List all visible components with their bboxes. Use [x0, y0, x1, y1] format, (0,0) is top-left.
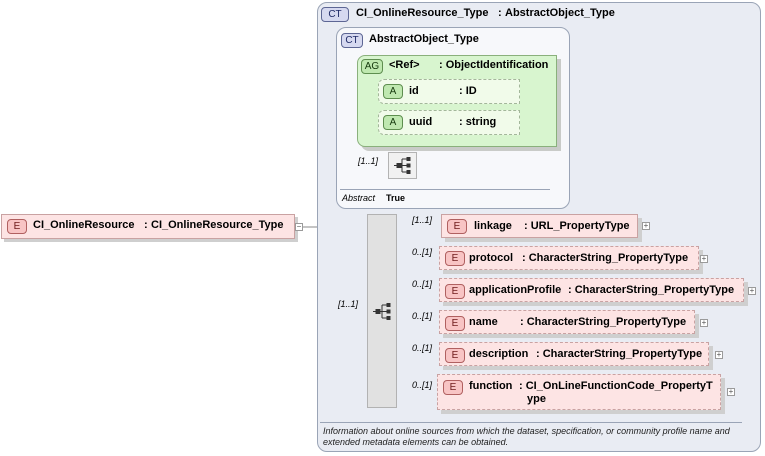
child-element-function[interactable]: E function : CI_OnLineFunctionCode_Prope…: [437, 374, 721, 410]
child-element-applicationprofile[interactable]: E applicationProfile : CharacterString_P…: [439, 278, 744, 302]
child-cardinality: 0..[1]: [412, 380, 433, 390]
sequence-icon: [373, 303, 391, 320]
element-type: : URL_PropertyType: [524, 220, 630, 232]
element-name: description: [469, 348, 529, 360]
attribute-group-name: <Ref>: [389, 59, 420, 71]
base-sequence-compositor[interactable]: [388, 152, 417, 179]
sequence-cardinality: [1..1]: [338, 299, 359, 309]
complex-type-separator: :: [498, 7, 502, 19]
root-element-type: CI_OnlineResource_Type: [151, 219, 284, 231]
complex-type-name: CI_OnlineResource_Type: [356, 7, 489, 19]
attribute-name: id: [409, 85, 419, 97]
abstract-value: True: [386, 193, 406, 203]
attribute-name: uuid: [409, 116, 433, 128]
expand-icon[interactable]: +: [727, 387, 735, 396]
element-badge: E: [445, 316, 465, 331]
expand-icon[interactable]: +: [700, 318, 708, 327]
element-name: applicationProfile: [469, 284, 562, 296]
element-type: : CharacterString_PropertyType: [536, 348, 703, 360]
element-type: : CI_OnLineFunctionCode_PropertyT: [519, 380, 713, 392]
expand-icon[interactable]: +: [715, 350, 723, 359]
attribute-badge: A: [383, 84, 403, 99]
element-type-wrap: ype: [527, 393, 546, 405]
element-type: : CharacterString_PropertyType: [568, 284, 735, 296]
element-badge: E: [445, 284, 465, 299]
abstract-divider: [340, 189, 550, 190]
element-name: name: [469, 316, 498, 328]
abstract-label: Abstract: [342, 193, 376, 203]
element-badge: E: [447, 219, 467, 234]
collapse-icon[interactable]: −: [295, 222, 303, 231]
expand-icon[interactable]: +: [700, 254, 708, 263]
element-name: function: [469, 380, 513, 392]
child-cardinality: 0..[1]: [412, 343, 433, 353]
expand-icon[interactable]: +: [642, 221, 650, 230]
root-element-name: CI_OnlineResource: [33, 219, 135, 231]
attribute-uuid[interactable]: A uuid : string: [378, 110, 520, 135]
child-element-protocol[interactable]: E protocol : CharacterString_PropertyTyp…: [439, 246, 699, 270]
base-type-badge: CT: [341, 33, 363, 48]
element-name: protocol: [469, 252, 513, 264]
attribute-type: : ID: [459, 85, 477, 97]
element-type: : CharacterString_PropertyType: [520, 316, 687, 328]
element-badge: E: [7, 219, 27, 234]
child-element-name[interactable]: E name : CharacterString_PropertyType: [439, 310, 695, 334]
documentation-text: Information about online sources from wh…: [323, 426, 753, 448]
sequence-compositor[interactable]: [367, 214, 397, 408]
complex-type-base: AbstractObject_Type: [505, 7, 615, 19]
documentation-line: Information about online sources from wh…: [323, 426, 730, 436]
element-badge: E: [445, 251, 465, 266]
child-element-linkage[interactable]: E linkage : URL_PropertyType: [441, 214, 638, 238]
child-cardinality: 0..[1]: [412, 311, 433, 321]
documentation-line: extended metadata elements can be obtain…: [323, 437, 509, 447]
attribute-badge: A: [383, 115, 403, 130]
element-name: linkage: [474, 220, 512, 232]
child-cardinality: 0..[1]: [412, 247, 433, 257]
child-cardinality: [1..1]: [412, 215, 433, 225]
attribute-type: : string: [459, 116, 497, 128]
root-element-ci-onlineresource[interactable]: E CI_OnlineResource : CI_OnlineResource_…: [1, 214, 295, 239]
expand-icon[interactable]: +: [748, 286, 756, 295]
child-element-description[interactable]: E description : CharacterString_Property…: [439, 342, 709, 366]
complex-type-badge: CT: [321, 7, 349, 22]
base-type-name: AbstractObject_Type: [369, 33, 479, 45]
element-type: : CharacterString_PropertyType: [522, 252, 689, 264]
root-element-separator: :: [144, 219, 148, 231]
attribute-id[interactable]: A id : ID: [378, 79, 520, 104]
element-badge: E: [443, 380, 463, 395]
attribute-group-badge: AG: [361, 59, 383, 74]
element-badge: E: [445, 348, 465, 363]
documentation-divider: [320, 422, 742, 423]
attribute-group-type: : ObjectIdentification: [439, 59, 549, 71]
base-sequence-cardinality: [1..1]: [358, 156, 379, 166]
sequence-icon: [394, 157, 411, 174]
child-cardinality: 0..[1]: [412, 279, 433, 289]
